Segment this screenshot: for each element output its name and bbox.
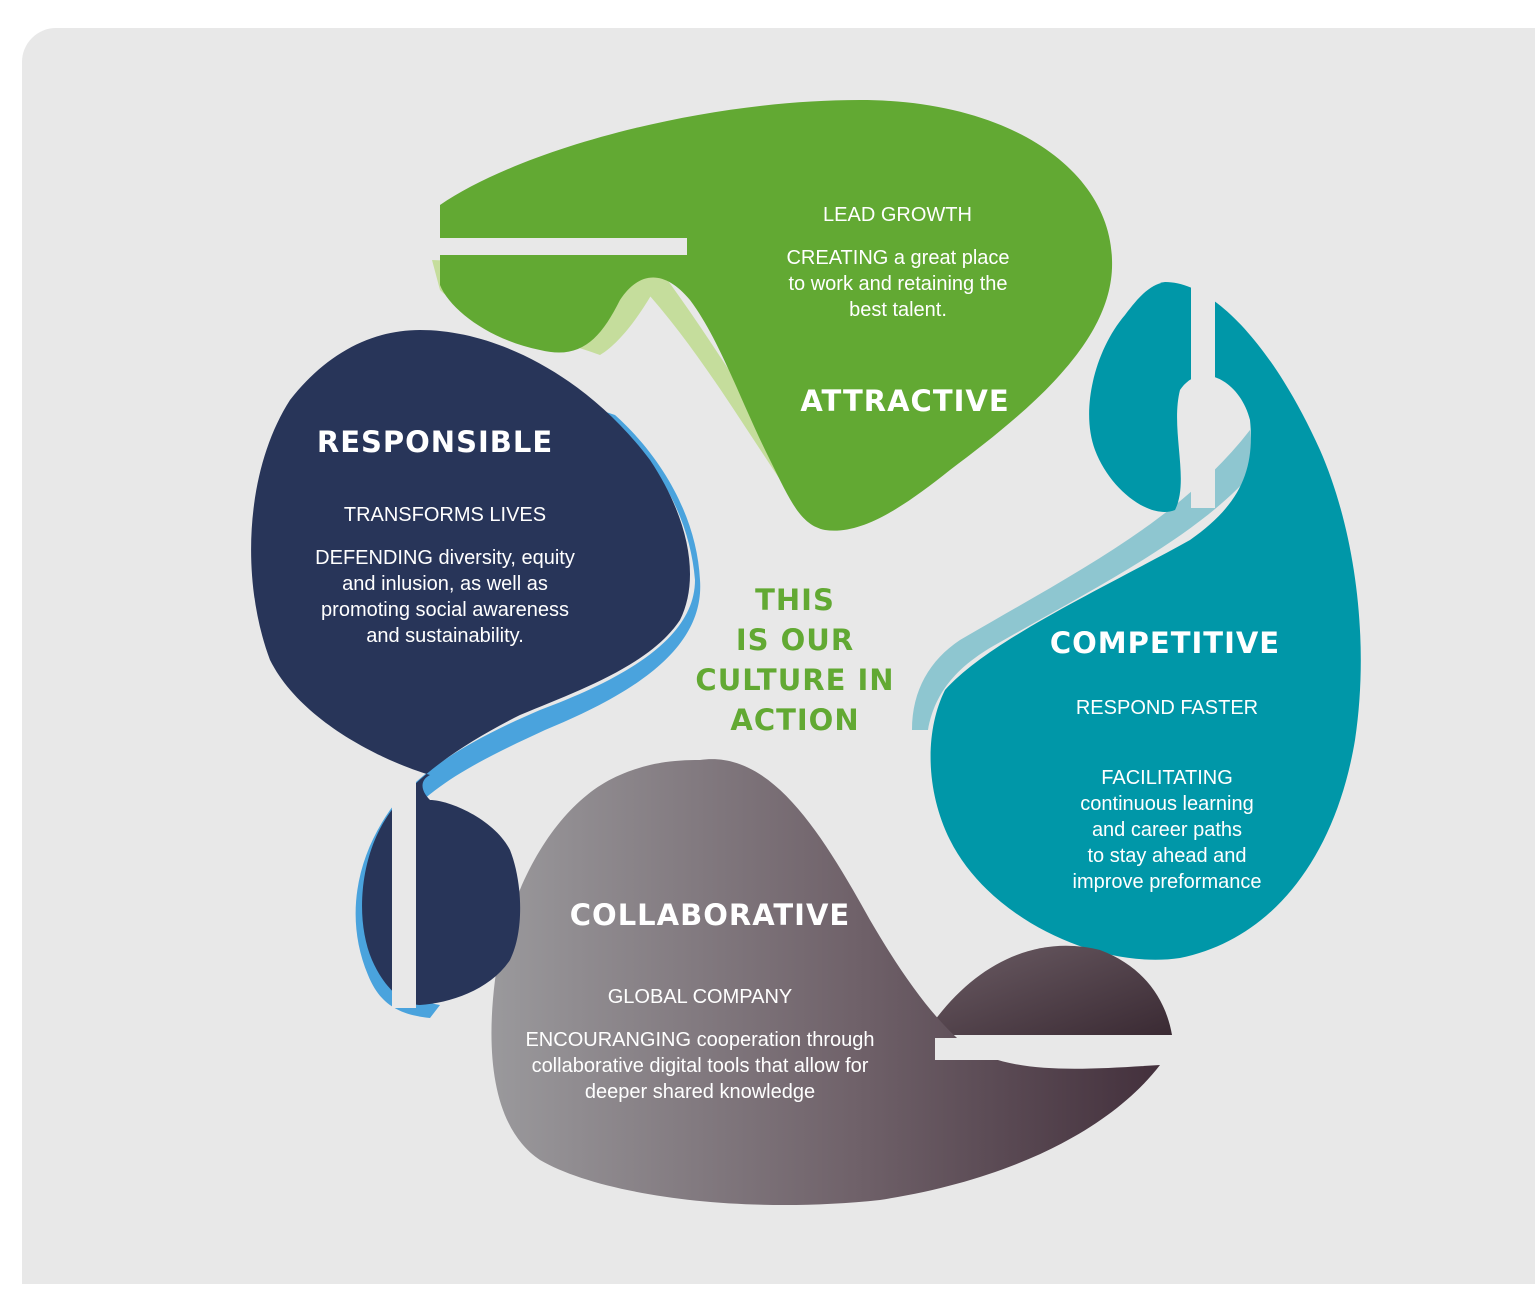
- collaborative-heading: COLLABORATIVE: [569, 898, 851, 932]
- responsible-heading: RESPONSIBLE: [316, 425, 554, 459]
- attractive-segment: [432, 100, 1113, 531]
- collaborative-segment-shape: [491, 759, 1160, 1206]
- competitive-gap: [1191, 280, 1215, 508]
- collaborative-segment: [491, 759, 1172, 1206]
- competitive-heading: COMPETITIVE: [1049, 626, 1281, 660]
- collaborative-gap: [935, 1038, 1167, 1060]
- competitive-segment: [912, 280, 1361, 960]
- collaborative-body: ENCOURANGING cooperation through collabo…: [525, 1029, 875, 1103]
- attractive-gap: [432, 238, 687, 255]
- collaborative-segment-lip: [935, 945, 1172, 1035]
- attractive-segment-shape: [440, 100, 1113, 531]
- competitive-subheading: RESPOND FASTER: [1075, 697, 1259, 719]
- competitive-segment-lip-lower: [912, 430, 1255, 730]
- center-title: THIS IS OUR CULTURE IN ACTION: [695, 583, 895, 737]
- attractive-subheading: LEAD GROWTH: [823, 204, 972, 226]
- competitive-segment-shape: [930, 282, 1361, 960]
- responsible-subheading: TRANSFORMS LIVES: [343, 504, 547, 526]
- responsible-segment-shape: [251, 330, 691, 1005]
- responsible-gap: [392, 780, 416, 1008]
- collaborative-subheading: GLOBAL COMPANY: [607, 986, 793, 1008]
- attractive-body: CREATING a great place to work and retai…: [786, 247, 1010, 321]
- responsible-segment: [251, 330, 701, 1018]
- attractive-heading: ATTRACTIVE: [800, 384, 1010, 418]
- competitive-body: FACILITATING continuous learning and car…: [1072, 767, 1262, 893]
- responsible-body: DEFENDING diversity, equity and inlusion…: [315, 547, 575, 647]
